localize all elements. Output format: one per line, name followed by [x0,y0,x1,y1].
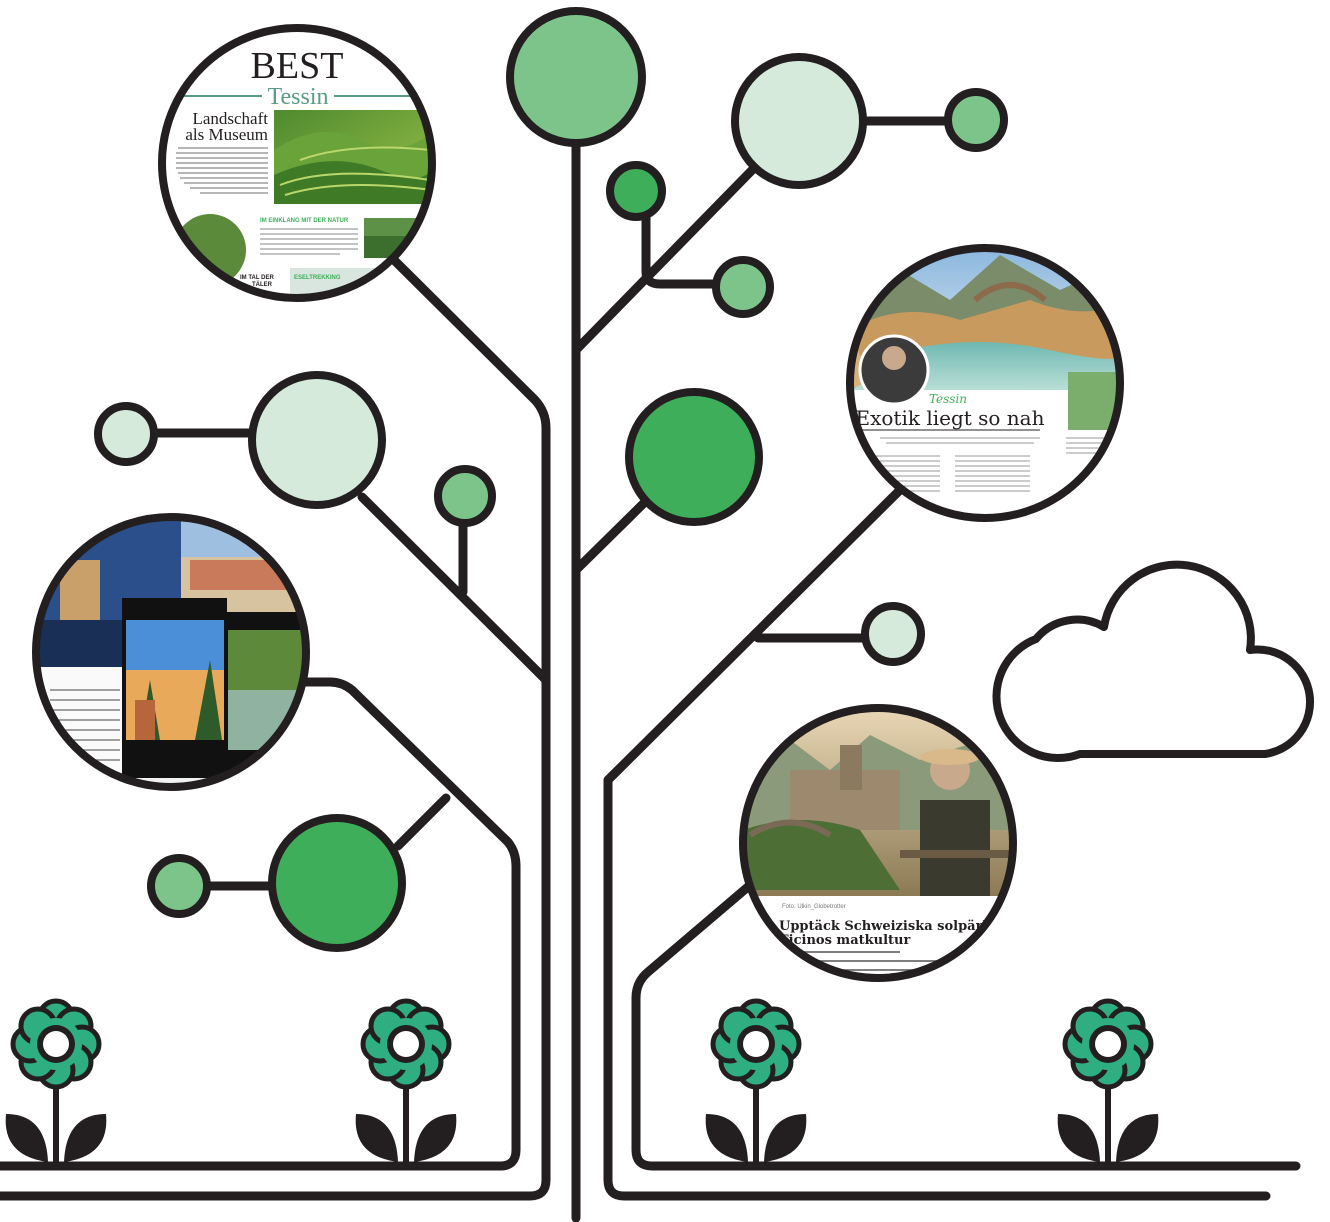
node-left-light-large [248,371,386,509]
node-left-small-mid [434,465,496,527]
swedish-headline-2: Ticinos matkultur [779,933,910,948]
flower-icon [5,998,107,1162]
node-small-mid [712,256,774,318]
branch-small-node [641,187,723,289]
node-center-dark [625,388,763,526]
best-section-1: IM EINKLANG MIT DER NATUR [260,218,349,224]
branch-mid-right [571,497,650,575]
clipping-social-collage[interactable] [32,513,310,791]
exotik-headline: Exotik liegt so nah [855,406,1044,430]
collage-newspaper [40,667,130,787]
branch-lower-right [603,775,1271,1201]
best-section-3b: TÄLER [252,281,273,288]
flower-icon [705,998,807,1162]
node-left-light-small [94,402,158,466]
best-body-text [176,147,268,194]
branch-upper-right [571,157,765,355]
node-small-dark [606,161,666,221]
exotik-body-text [870,437,1120,492]
swedish-headline-1: Upptäck Schweiziska solpärlan [779,919,1006,934]
nodes [94,7,1008,952]
clipping-swedish-article[interactable]: Foto: Ulkin_Globetrotter Upptäck Schweiz… [739,704,1017,982]
exotik-kicker: Tessin [929,392,967,406]
branch-best [0,253,551,1201]
cloud-icon [992,560,1315,762]
node-upper-right [731,53,867,189]
best-subtitle: Tessin [268,84,329,110]
best-headline-1: Landschaft [192,109,268,128]
flower-icon [355,998,457,1162]
swedish-meta: Foto: Ulkin_Globetrotter [782,904,846,910]
swedish-photo [743,708,1013,896]
branch-exotik [603,477,913,785]
best-round-photo [174,214,246,286]
node-right-light [861,602,925,666]
branch-social [0,677,521,1171]
clipping-best-tessin[interactable]: BEST Tessin Landschaft als Museum [158,24,436,308]
branch-swedish [631,875,1301,1171]
node-far-right [944,88,1008,152]
node-top [506,7,646,147]
best-section-3a: IM TAL DER [240,275,274,281]
best-headline-2: als Museum [185,125,268,144]
best-body-text-2 [260,228,358,255]
node-lower-left-dark [268,814,406,952]
flower-icon [1057,998,1159,1162]
node-far-left-mid [147,854,211,918]
clipping-exotik[interactable]: Tessin Exotik liegt so nah [846,244,1125,522]
branch-lines [0,116,1301,1222]
best-section-2: ESELTREKKING [294,275,341,281]
best-landscape-photo [274,110,432,204]
best-title: BEST [251,45,344,87]
branch-left-mid [357,492,551,685]
branch-lower-left [393,793,451,851]
